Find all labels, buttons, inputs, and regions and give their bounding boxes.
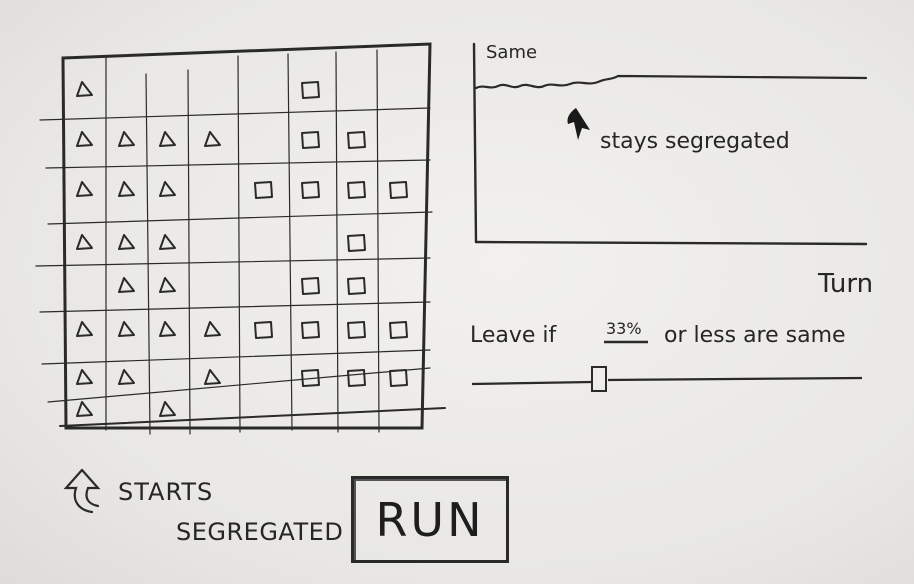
triangle-agent — [204, 321, 221, 337]
x-axis — [474, 240, 868, 246]
run-button[interactable]: RUN — [351, 476, 509, 563]
square-agent — [347, 181, 366, 199]
square-agent — [347, 369, 366, 387]
square-agent — [301, 181, 320, 199]
square-agent — [301, 81, 320, 99]
control-prefix: Leave if — [470, 323, 558, 348]
triangle-agent — [76, 81, 93, 97]
triangle-agent — [118, 369, 135, 385]
square-agent — [389, 369, 408, 387]
square-agent — [301, 131, 320, 149]
y-axis — [472, 42, 478, 244]
caption-line2: SEGREGATED — [176, 518, 343, 546]
control-suffix: or less are same — [664, 323, 846, 348]
triangle-agent — [76, 181, 93, 197]
square-agent — [254, 321, 273, 339]
triangle-agent — [159, 181, 176, 197]
square-agent — [347, 277, 366, 295]
triangle-agent — [76, 131, 93, 147]
triangle-agent — [118, 234, 135, 250]
triangle-agent — [76, 369, 93, 385]
triangle-agent — [118, 181, 135, 197]
pointer-arrow-icon — [567, 108, 590, 140]
square-agent — [301, 369, 320, 387]
threshold-slider-handle[interactable] — [591, 366, 607, 392]
triangle-agent — [76, 401, 93, 417]
square-agent — [254, 181, 273, 199]
chart — [472, 42, 868, 246]
threshold-value: 33% — [606, 319, 642, 338]
square-agent — [347, 234, 366, 252]
triangle-agent — [118, 131, 135, 147]
triangle-agent — [76, 234, 93, 250]
triangle-agent — [159, 234, 176, 250]
triangle-agent — [204, 131, 221, 147]
grid-border — [61, 42, 432, 430]
caption-line1: STARTS — [118, 478, 213, 506]
triangle-agent — [159, 131, 176, 147]
triangle-agent — [118, 277, 135, 293]
square-agent — [347, 131, 366, 149]
triangle-agent — [118, 321, 135, 337]
square-agent — [389, 181, 408, 199]
slider-track[interactable] — [471, 376, 863, 386]
triangle-agent — [159, 401, 176, 417]
square-agent — [347, 321, 366, 339]
chart-ylabel: Same — [486, 42, 537, 63]
chart-annotation: stays segregated — [600, 129, 790, 154]
square-agent — [301, 277, 320, 295]
square-agent — [389, 321, 408, 339]
same-series-line — [474, 74, 868, 90]
agent-layer — [76, 81, 408, 417]
square-agent — [301, 321, 320, 339]
curved-up-arrow-icon — [63, 468, 101, 514]
triangle-agent — [204, 369, 221, 385]
triangle-agent — [159, 321, 176, 337]
chart-xlabel: Turn — [817, 269, 873, 299]
grid — [35, 42, 446, 435]
triangle-agent — [76, 321, 93, 337]
triangle-agent — [159, 277, 176, 293]
